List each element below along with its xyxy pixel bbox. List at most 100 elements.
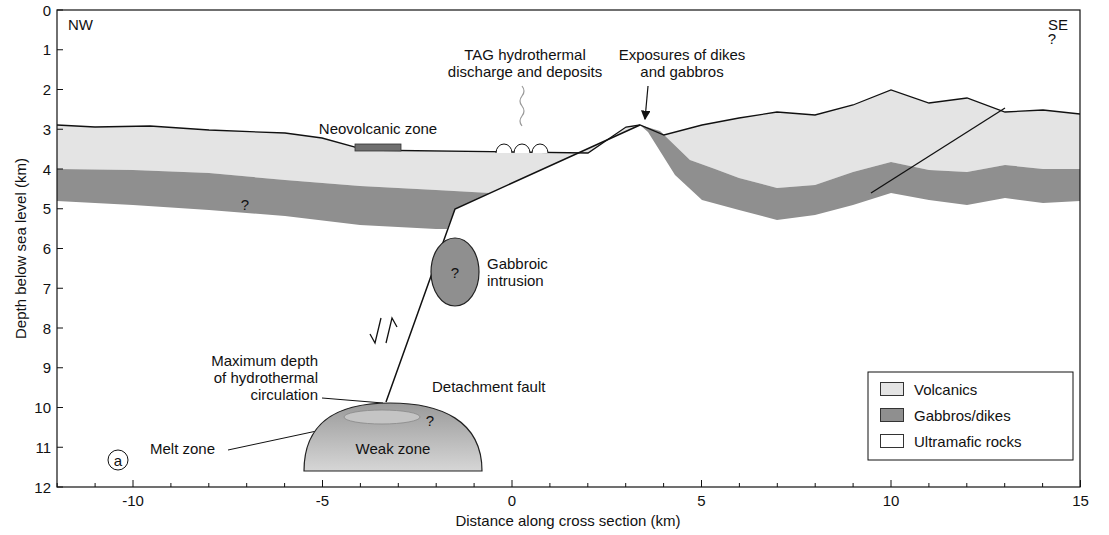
tick-mark (1080, 480, 1081, 487)
feature-label: TAG hydrothermal discharge and deposits (443, 46, 608, 80)
question-mark: ? (1048, 30, 1056, 47)
tick-mark (815, 483, 816, 487)
tick-mark (57, 129, 63, 130)
tick-mark (777, 483, 778, 487)
axis-tick-label: 0 (508, 492, 516, 509)
tick-mark (57, 367, 63, 368)
tick-mark (57, 49, 63, 50)
exposure-arrow (645, 86, 648, 119)
tick-mark (133, 480, 134, 487)
axis-tick-label: 8 (43, 320, 51, 337)
axis-tick-label: -5 (316, 492, 329, 509)
feature-label: Neovolcanic zone (319, 120, 437, 137)
tick-mark (891, 480, 892, 487)
fault-se (871, 108, 1005, 193)
tick-mark (208, 483, 209, 487)
tick-mark (436, 483, 437, 487)
tick-mark (246, 483, 247, 487)
legend-label: Ultramafic rocks (914, 433, 1022, 450)
axis-tick-label: 0 (43, 2, 51, 19)
tag-mounds (496, 144, 548, 153)
tick-mark (57, 407, 63, 408)
legend-label: Volcanics (914, 381, 977, 398)
feature-label: Exposures of dikes and gabbros (618, 46, 746, 80)
fault-label: Detachment fault (432, 378, 545, 395)
tick-mark (739, 483, 740, 487)
tick-mark (57, 169, 63, 170)
tick-mark (95, 483, 96, 487)
legend-swatch (880, 382, 904, 396)
seafloor-line (57, 90, 1080, 153)
node-label: Gabbroic intrusion (487, 255, 572, 289)
tick-mark (57, 328, 63, 329)
axis-tick-label: 4 (43, 161, 51, 178)
tick-mark (360, 483, 361, 487)
tick-mark (625, 483, 626, 487)
detachment-fault (386, 125, 640, 402)
axis-tick-label: 3 (43, 121, 51, 138)
axis-tick-label: 7 (43, 280, 51, 297)
axis-tick-label: 10 (34, 399, 51, 416)
tick-mark (322, 480, 323, 487)
legend-box (868, 372, 1073, 460)
tick-mark (663, 483, 664, 487)
axis-tick-label: 15 (1072, 492, 1089, 509)
axis-tick-label: 12 (34, 479, 51, 496)
axis-tick-label: 6 (43, 240, 51, 257)
gabbroic-intrusion: ? Gabbroic intrusion (425, 235, 575, 311)
tick-mark (57, 248, 63, 249)
axis-tick-label: 5 (697, 492, 705, 509)
axis-tick-label: -10 (122, 492, 144, 509)
legend-label: Gabbros/dikes (914, 407, 1011, 424)
tick-mark (701, 480, 702, 487)
gabbro-band-se (640, 125, 1080, 220)
tick-mark (57, 208, 63, 209)
hydrothermal-plume (520, 86, 524, 126)
tick-mark (284, 483, 285, 487)
fault-motion-symbol (370, 318, 397, 343)
axis-tick-label: 9 (43, 359, 51, 376)
tick-mark (512, 480, 513, 487)
tick-mark (853, 483, 854, 487)
leader-line (322, 398, 383, 403)
tick-mark (57, 487, 63, 488)
tick-mark (398, 483, 399, 487)
tick-mark (57, 483, 58, 487)
plot-frame (57, 10, 1080, 487)
axis-tick-label: 11 (35, 439, 51, 456)
axis-title: Depth below sea level (km) (12, 158, 29, 339)
axis-tick-label: 10 (883, 492, 900, 509)
tick-mark (57, 288, 63, 289)
weak-zone-shape (300, 398, 486, 474)
tick-mark (587, 483, 588, 487)
legend-swatch (880, 408, 904, 422)
neovolcanic-zone (355, 144, 401, 151)
panel-letter: a (114, 452, 122, 469)
question-mark: ? (241, 196, 249, 213)
feature-label: Melt zone (150, 440, 215, 457)
axis-tick-label: 1 (43, 41, 51, 58)
panel-circle (108, 450, 128, 470)
tick-mark (928, 483, 929, 487)
tick-mark (57, 10, 63, 11)
gabbro-band-nw (57, 169, 490, 229)
node-label: Weak zone (356, 440, 431, 457)
axis-tick-label: 5 (43, 200, 51, 217)
question-mark: ? (451, 264, 459, 281)
feature-label: Maximum depth of hydrothermal circulatio… (198, 352, 318, 403)
weak-zone: Weak zone? (300, 398, 486, 474)
direction-label: NW (68, 16, 93, 33)
tick-mark (549, 483, 550, 487)
legend-swatch (880, 434, 904, 448)
tick-mark (1042, 483, 1043, 487)
tick-mark (474, 483, 475, 487)
axis-ticks (57, 10, 1081, 487)
axis-title: Distance along cross section (km) (455, 512, 680, 529)
tick-mark (57, 447, 63, 448)
tick-mark (966, 483, 967, 487)
question-mark: ? (426, 412, 434, 429)
tick-mark (1004, 483, 1005, 487)
tick-mark (57, 89, 63, 90)
axis-tick-label: 2 (43, 81, 51, 98)
